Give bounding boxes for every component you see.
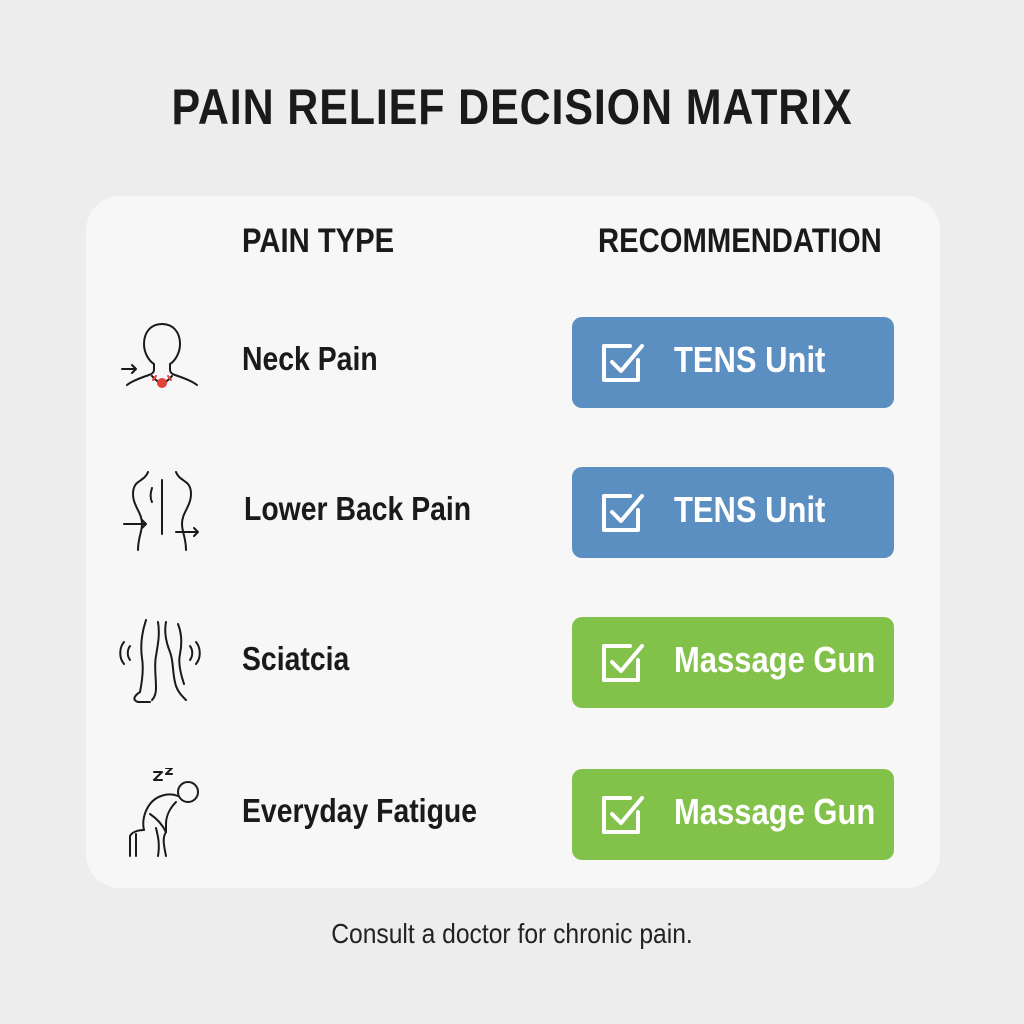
recommendation-massage-gun[interactable]: Massage Gun bbox=[572, 617, 894, 708]
footnote: Consult a doctor for chronic pain. bbox=[331, 918, 693, 949]
recommendation-label: TENS Unit bbox=[674, 489, 826, 530]
pain-type-label: Everyday Fatigue bbox=[242, 792, 478, 829]
checkbox-check-icon bbox=[598, 338, 648, 388]
matrix-row-sciatica: Sciatcia Massage Gun bbox=[86, 612, 940, 712]
lower-back-icon bbox=[116, 466, 208, 558]
matrix-row-neck-pain: Neck Pain TENS Unit bbox=[86, 312, 940, 412]
pain-type-label: Neck Pain bbox=[242, 340, 378, 377]
checkbox-check-icon bbox=[598, 638, 648, 688]
recommendation-massage-gun[interactable]: Massage Gun bbox=[572, 769, 894, 860]
matrix-row-lower-back-pain: Lower Back Pain TENS Unit bbox=[86, 462, 940, 562]
pain-type-label: Sciatcia bbox=[242, 640, 350, 677]
checkbox-check-icon bbox=[598, 790, 648, 840]
recommendation-label: Massage Gun bbox=[674, 639, 876, 680]
neck-pain-icon bbox=[116, 316, 208, 408]
tired-person-icon bbox=[116, 768, 208, 860]
legs-icon bbox=[116, 616, 208, 708]
checkbox-check-icon bbox=[598, 488, 648, 538]
recommendation-label: TENS Unit bbox=[674, 339, 826, 380]
page-title: PAIN RELIEF DECISION MATRIX bbox=[171, 79, 853, 135]
pain-type-label: Lower Back Pain bbox=[244, 490, 472, 527]
column-header-pain-type: PAIN TYPE bbox=[242, 222, 395, 260]
recommendation-tens-unit[interactable]: TENS Unit bbox=[572, 317, 894, 408]
recommendation-label: Massage Gun bbox=[674, 791, 876, 832]
recommendation-tens-unit[interactable]: TENS Unit bbox=[572, 467, 894, 558]
column-header-recommendation: RECOMMENDATION bbox=[598, 222, 882, 260]
matrix-row-everyday-fatigue: Everyday Fatigue Massage Gun bbox=[86, 764, 940, 864]
